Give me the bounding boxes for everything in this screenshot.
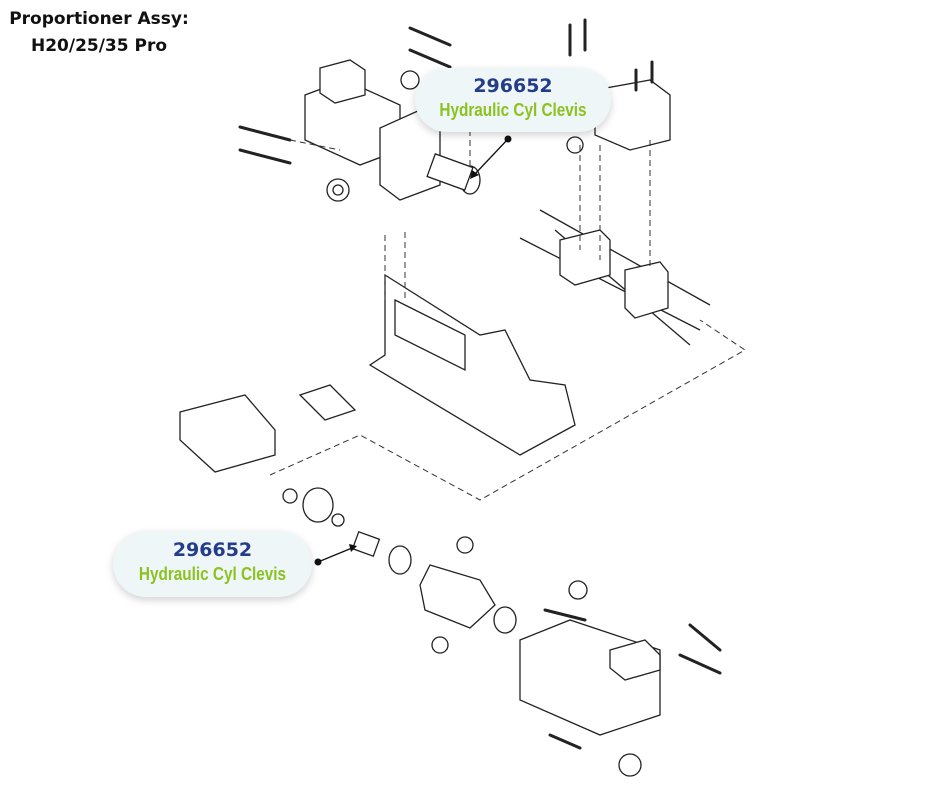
diagram-title: Proportioner Assy: H20/25/35 Pro [0, 6, 198, 60]
part-number: 296652 [172, 539, 253, 561]
dashed-assembly-lines [269, 130, 746, 501]
callout-top-clevis: 296652 Hydraulic Cyl Clevis [415, 68, 611, 132]
mount-plate [179, 273, 576, 473]
part-description: Hydraulic Cyl Clevis [439, 100, 587, 120]
title-line-2: H20/25/35 Pro [30, 36, 168, 56]
part-number: 296652 [473, 75, 553, 97]
title-line-1: Proportioner Assy: [9, 9, 189, 29]
part-description: Hydraulic Cyl Clevis [138, 564, 287, 584]
bottom-pump-assembly [282, 487, 661, 777]
top-pump-assembly [304, 59, 671, 202]
callout-bottom-clevis: 296652 Hydraulic Cyl Clevis [113, 531, 312, 597]
callout-leaders [314, 135, 512, 566]
tie-rods [519, 209, 711, 346]
